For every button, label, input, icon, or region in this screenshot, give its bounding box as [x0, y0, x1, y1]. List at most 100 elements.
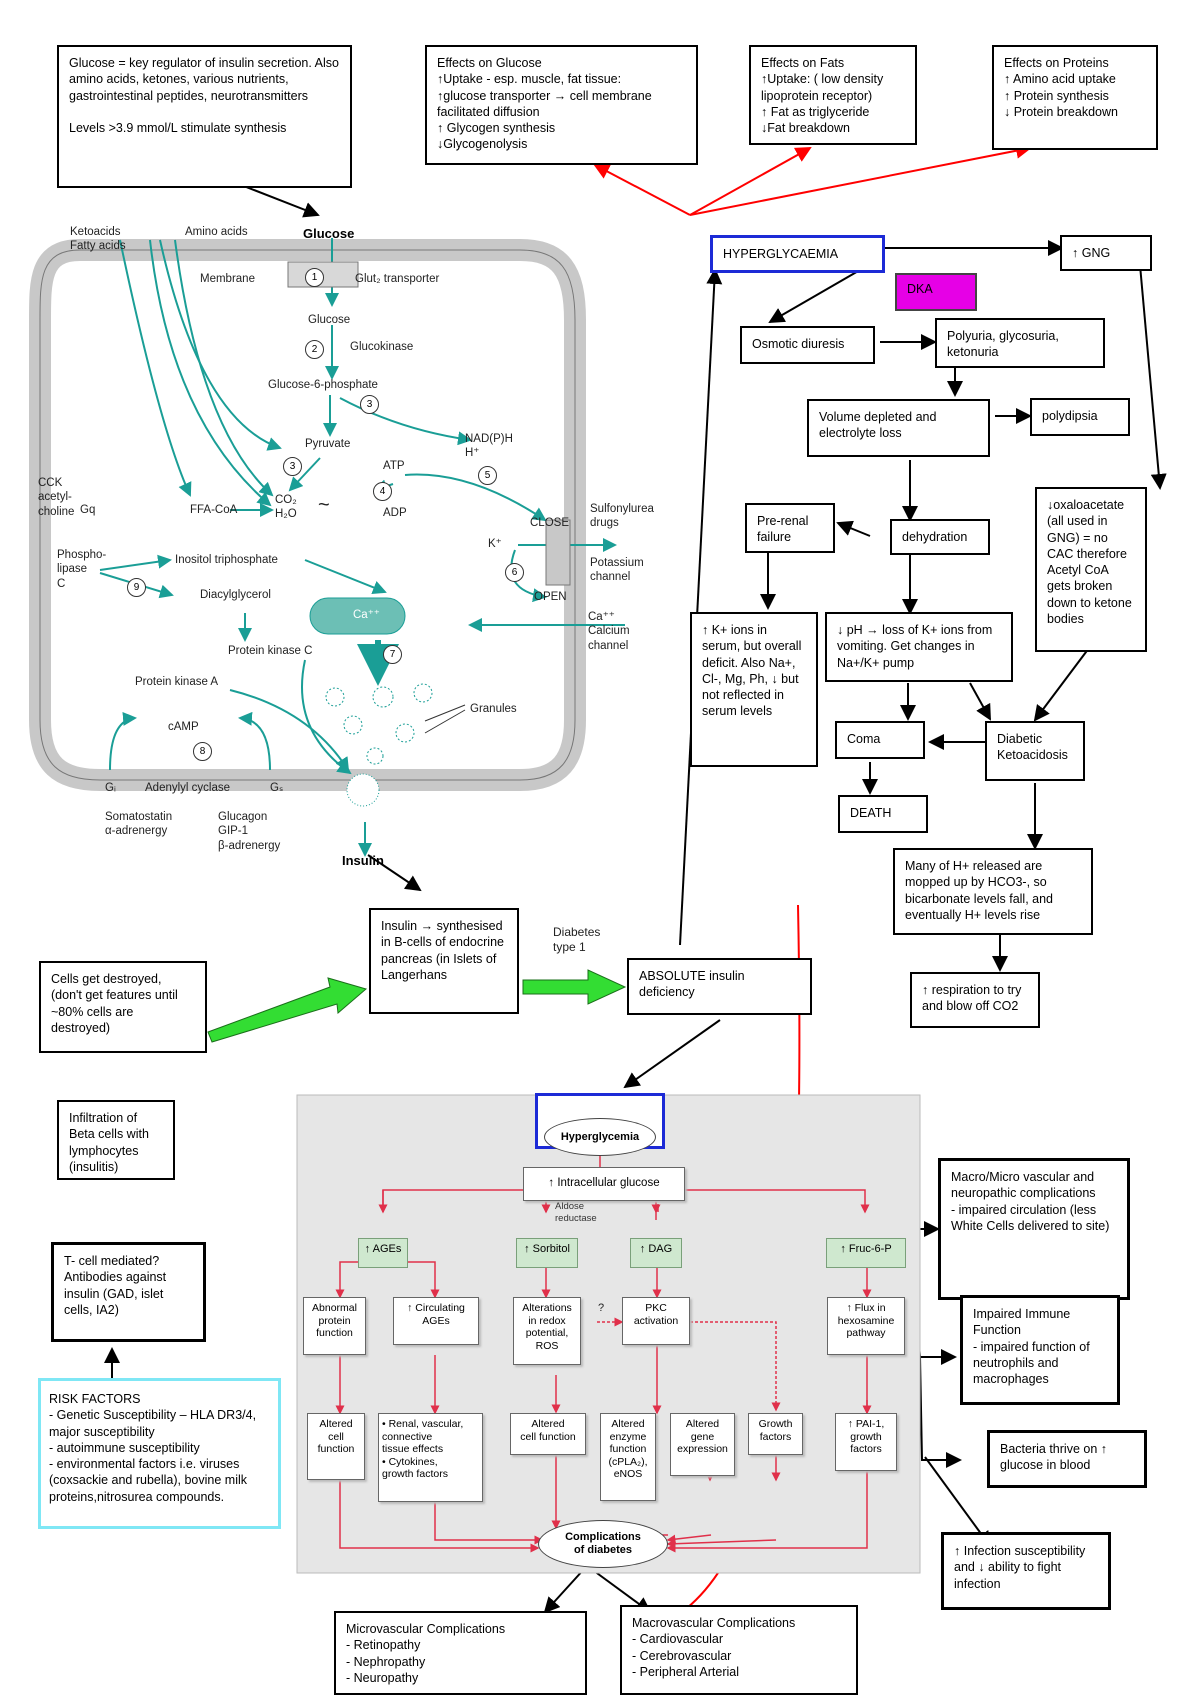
- glucose-ext-label: Glucose: [303, 226, 355, 241]
- diabetes-type1-label: Diabetes type 1: [553, 925, 601, 954]
- dka-box: Diabetic Ketoacidosis: [985, 721, 1085, 781]
- pai-box: ↑ PAI-1, growth factors: [835, 1413, 897, 1471]
- intracellular-glucose-box: ↑ Intracellular glucose: [523, 1167, 685, 1201]
- respiration-box: ↑ respiration to try and blow off CO2: [910, 972, 1040, 1028]
- dehydration-box: dehydration: [890, 519, 990, 555]
- infiltration-box: Infiltration of Beta cells with lymphocy…: [57, 1100, 175, 1180]
- adenylyl-label: Adenylyl cyclase: [145, 782, 231, 794]
- step-number: 5: [478, 466, 497, 485]
- sulfonylurea-label: Sulfonylurea drugs: [590, 503, 654, 530]
- abnormal-protein-box: Abnormal protein function: [303, 1297, 366, 1355]
- kplus-label: K⁺: [488, 538, 502, 550]
- effects-glucose-box: Effects on Glucose ↑Uptake - esp. muscle…: [425, 45, 698, 165]
- redox-box: Alterations in redox potential, ROS: [513, 1297, 581, 1365]
- coma-box: Coma: [835, 721, 925, 759]
- step-number: 3: [283, 457, 302, 476]
- gq-label: Gq: [80, 504, 96, 516]
- tilde-icon: ~: [318, 494, 330, 516]
- ketoacids-label: Ketoacids Fatty acids: [70, 226, 126, 253]
- absolute-deficiency-box: ABSOLUTE insulin deficiency: [627, 958, 812, 1015]
- ffacoa-label: FFA-CoA: [190, 504, 238, 516]
- oxaloacetate-box: ↓oxaloacetate (all used in GNG) = no CAC…: [1035, 487, 1147, 652]
- pkc-activation-box: PKC activation: [622, 1297, 690, 1345]
- cell-membrane: [29, 239, 586, 791]
- gng-box: ↑ GNG: [1060, 235, 1152, 271]
- aldose-label: Aldose reductase: [555, 1201, 597, 1224]
- adp-label: ADP: [383, 507, 407, 519]
- step-number: 7: [383, 645, 402, 664]
- fruc-box: ↑ Fruc-6-P: [826, 1238, 906, 1268]
- insulin-label: Insulin: [342, 853, 384, 868]
- circulating-ages-box: ↑ Circulating AGEs: [393, 1297, 479, 1345]
- cells-destroyed-box: Cells get destroyed, (don't get features…: [39, 961, 207, 1053]
- pyruvate-label: Pyruvate: [305, 438, 351, 450]
- infection-box: ↑ Infection susceptibility and ↓ ability…: [941, 1532, 1111, 1610]
- macrovascular-box: Macrovascular Complications - Cardiovasc…: [620, 1605, 858, 1695]
- hyperglycemia-panel-frame: Hyperglycemia: [535, 1093, 665, 1157]
- risk-factors-box: RISK FACTORS - Genetic Susceptibility – …: [38, 1378, 281, 1529]
- microvascular-box: Microvascular Complications - Retinopath…: [334, 1611, 587, 1695]
- step-number: 6: [505, 563, 524, 582]
- gene-expression-box: Altered gene expression: [670, 1413, 735, 1476]
- h-plus-box: Many of H+ released are mopped up by HCO…: [893, 848, 1093, 935]
- effects-fats-box: Effects on Fats ↑Uptake: ( low density l…: [749, 45, 917, 145]
- glucose-int-label: Glucose: [308, 314, 351, 326]
- dka-badge: DKA: [895, 273, 977, 311]
- ip3-label: Inositol triphosphate: [175, 554, 278, 566]
- dag-label: Diacylglycerol: [200, 589, 271, 601]
- complications-oval: Complications of diabetes: [538, 1520, 668, 1568]
- polydipsia-box: polydipsia: [1030, 398, 1130, 436]
- k-ions-box: ↑ K+ ions in serum, but overall deficit.…: [690, 612, 818, 767]
- hyperglycemia-oval: Hyperglycemia: [544, 1118, 656, 1157]
- pka-label: Protein kinase A: [135, 676, 219, 688]
- amino-acids-label: Amino acids: [185, 226, 248, 238]
- pkc-label: Protein kinase C: [228, 645, 313, 657]
- death-box: DEATH: [838, 795, 928, 833]
- osmotic-box: Osmotic diuresis: [740, 326, 875, 364]
- membrane-label: Membrane: [200, 273, 255, 285]
- immune-box: Impaired Immune Function - impaired func…: [960, 1295, 1120, 1405]
- atp-label: ATP: [383, 460, 405, 472]
- calcium-label: Ca⁺⁺ Calcium channel: [588, 611, 630, 652]
- sorbitol-box: ↑ Sorbitol: [516, 1238, 578, 1268]
- glucose-regulator-box: Glucose = key regulator of insulin secre…: [57, 45, 352, 188]
- nadph-label: NAD(P)H H⁺: [465, 433, 513, 460]
- g6p-label: Glucose-6-phosphate: [268, 379, 378, 391]
- enzyme-box: Altered enzyme function (cPLA₂), eNOS: [600, 1413, 656, 1501]
- hyperglycaemia-box: HYPERGLYCAEMIA: [710, 235, 885, 273]
- effects-proteins-box: Effects on Proteins ↑ Amino acid uptake …: [992, 45, 1158, 150]
- glut2-label: Glut₂ transporter: [355, 273, 440, 285]
- question-label: ?: [598, 1302, 605, 1314]
- cck-label: CCK acetyl- choline: [38, 477, 75, 518]
- glucagon-label: Glucagon GIP-1 β-adrenergy: [218, 811, 281, 852]
- step-number: 3: [360, 395, 379, 414]
- open-label: OPEN: [534, 591, 567, 603]
- calcium-int-label: Ca⁺⁺: [353, 609, 380, 621]
- granules-label: Granules: [470, 703, 517, 715]
- step-number: 9: [127, 578, 146, 597]
- hexosamine-box: ↑ Flux in hexosamine pathway: [827, 1297, 905, 1355]
- bacteria-box: Bacteria thrive on ↑ glucose in blood: [987, 1430, 1147, 1488]
- ages-box: ↑ AGEs: [358, 1238, 408, 1268]
- renal-effects-box: • Renal, vascular, connective tissue eff…: [378, 1413, 483, 1502]
- phospholipase-label: Phospho- lipase C: [57, 549, 107, 590]
- altered-cell-box: Altered cell function: [307, 1413, 365, 1480]
- polyuria-box: Polyuria, glycosuria, ketonuria: [935, 318, 1105, 368]
- prerenal-box: Pre-renal failure: [745, 503, 835, 553]
- t-cell-box: T- cell mediated? Antibodies against ins…: [51, 1242, 206, 1342]
- step-number: 8: [193, 742, 212, 761]
- glucokinase-label: Glucokinase: [350, 341, 414, 353]
- step-number: 1: [305, 268, 324, 287]
- somatostatin-label: Somatostatin α-adrenergy: [105, 811, 173, 838]
- step-number: 4: [373, 482, 392, 501]
- co2h2o-label: CO₂ H₂O: [275, 494, 297, 521]
- volume-box: Volume depleted and electrolyte loss: [807, 399, 990, 457]
- macro-micro-box: Macro/Micro vascular and neuropathic com…: [938, 1158, 1130, 1300]
- altered-cell-function-box: Altered cell function: [510, 1413, 586, 1455]
- step-number: 2: [305, 340, 324, 359]
- gi-label: Gᵢ: [105, 782, 116, 794]
- dag-box: ↑ DAG: [630, 1238, 682, 1268]
- gs-label: Gₛ: [270, 782, 284, 794]
- ph-box: ↓ pH → loss of K+ ions from vomiting. Ge…: [825, 612, 1013, 682]
